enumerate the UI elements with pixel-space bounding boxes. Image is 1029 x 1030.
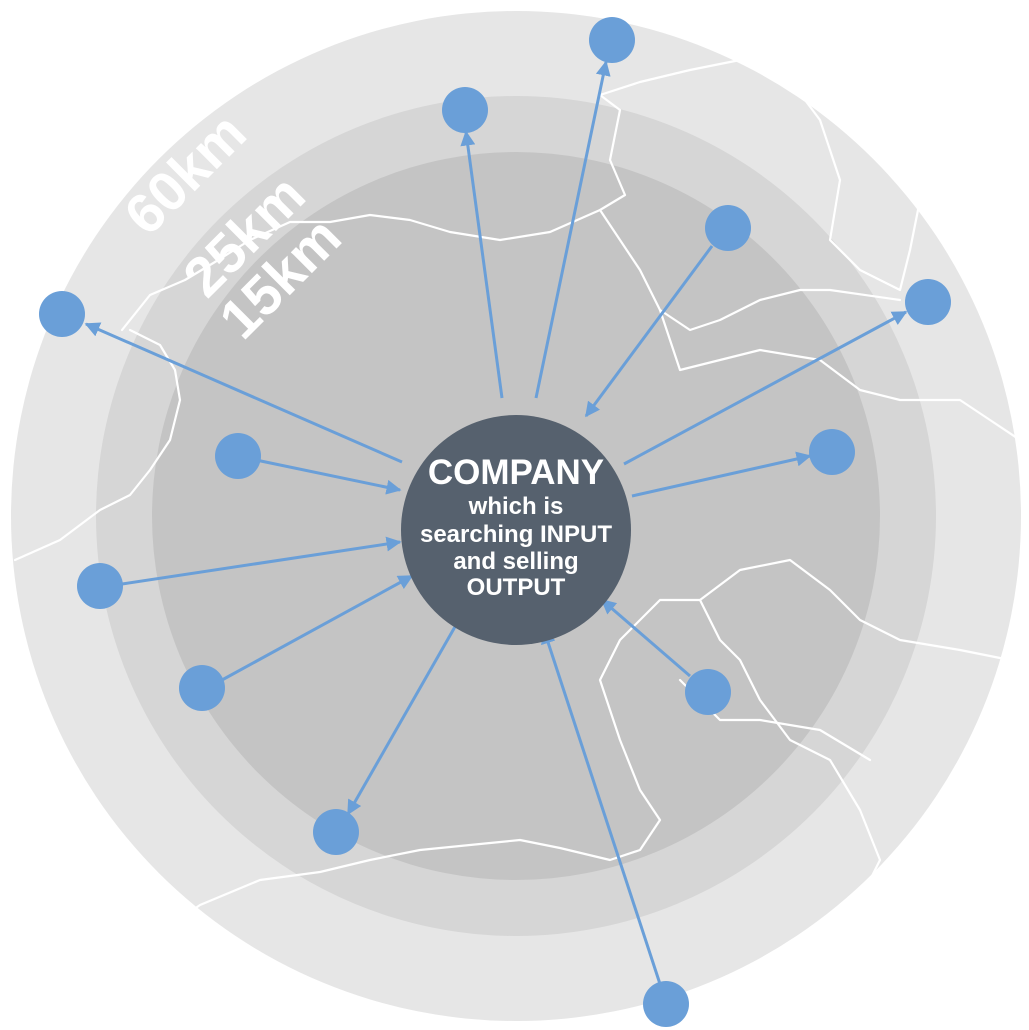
company-line-1: which is — [468, 493, 564, 520]
arrow-west-low — [221, 574, 414, 682]
node-north-top — [589, 17, 635, 63]
border-line-north — [120, 58, 922, 332]
company-line-3: and selling — [453, 548, 578, 575]
connection-arrows — [84, 60, 908, 985]
border-line-east-mid — [658, 308, 1022, 442]
node-south-west — [313, 809, 359, 855]
node-east-top — [905, 279, 951, 325]
node-north-west — [39, 291, 85, 337]
node-east — [809, 429, 855, 475]
arrow-east — [631, 451, 812, 498]
border-line-west — [13, 328, 182, 562]
arrow-west-inner — [255, 458, 402, 495]
node-west-inner — [215, 433, 261, 479]
node-south-bottom — [643, 981, 689, 1027]
node-north-east — [705, 205, 751, 251]
arrow-south-west — [346, 617, 462, 816]
arrow-north — [460, 130, 504, 399]
border-line-east-low — [698, 558, 1012, 662]
arrow-north-east — [584, 245, 714, 418]
node-north — [442, 87, 488, 133]
company-line-2: searching INPUT — [420, 521, 612, 548]
company-line-4: OUTPUT — [467, 574, 566, 601]
arrow-west — [121, 536, 402, 586]
arrow-south-east — [600, 598, 691, 678]
arrow-south-bottom — [541, 628, 662, 985]
partner-nodes — [39, 17, 951, 1027]
arrow-east-top — [623, 310, 908, 466]
border-line-east — [598, 208, 902, 332]
border-line-south — [148, 598, 882, 962]
company-circle — [401, 415, 631, 645]
node-west-low — [179, 665, 225, 711]
node-south-east — [685, 669, 731, 715]
arrow-north-west — [84, 322, 403, 464]
node-west — [77, 563, 123, 609]
company-title: COMPANY — [428, 453, 604, 492]
arrow-north-top — [534, 60, 611, 399]
